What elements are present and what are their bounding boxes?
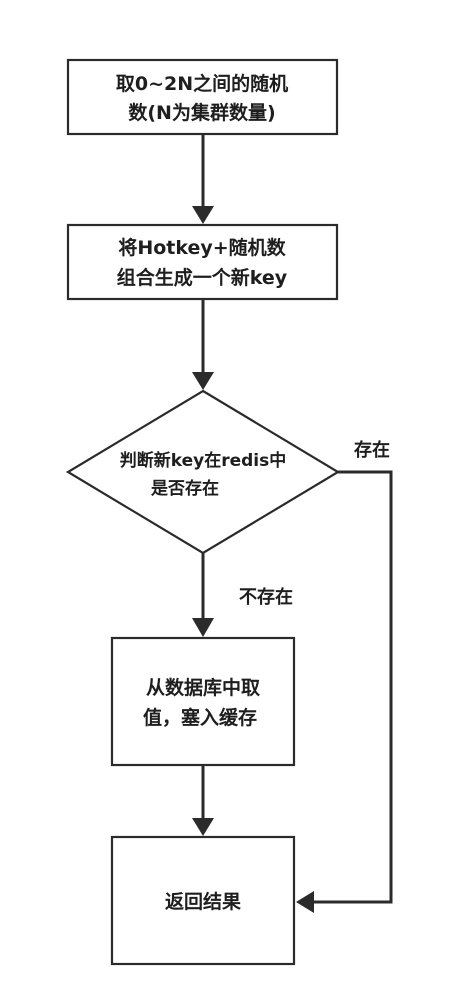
node-return-result-label: 返回结果 — [165, 890, 241, 913]
arrow-check-to-return — [296, 470, 393, 913]
node-random-number: 取0~2N之间的随机 数(N为集群数量) — [66, 58, 339, 136]
node-combine-key-line2: 组合生成一个新key — [117, 266, 288, 289]
node-fetch-db-line1: 从数据库中取 — [146, 676, 260, 699]
node-combine-key: 将Hotkey+随机数 组合生成一个新key — [66, 223, 339, 301]
node-check-exists-diamond — [65, 389, 341, 555]
node-random-number-box — [66, 58, 339, 136]
node-combine-key-box — [66, 223, 339, 301]
arrow-combine-to-check — [192, 299, 214, 390]
arrow-fetch-to-return — [192, 765, 214, 836]
node-check-exists-line1: 判断新key在redis中 — [120, 450, 287, 471]
node-combine-key-line1: 将Hotkey+随机数 — [118, 236, 286, 259]
node-random-number-line1: 取0~2N之间的随机 — [116, 72, 288, 95]
edge-label-exists: 存在 — [354, 439, 390, 461]
node-fetch-db-line2: 值，塞入缓存 — [143, 706, 257, 729]
node-check-exists-line2: 是否存在 — [151, 478, 219, 499]
node-return-result: 返回结果 — [110, 835, 296, 966]
node-random-number-line2: 数(N为集群数量) — [128, 101, 275, 124]
arrow-random-to-combine — [192, 134, 214, 224]
node-fetch-db-box — [110, 636, 296, 767]
node-check-exists: 判断新key在redis中 是否存在 — [65, 389, 341, 555]
node-fetch-db: 从数据库中取 值，塞入缓存 — [110, 636, 296, 767]
edge-label-not-exists: 不存在 — [239, 586, 293, 608]
node-return-result-box — [110, 835, 296, 966]
arrow-check-to-fetch — [192, 553, 214, 637]
